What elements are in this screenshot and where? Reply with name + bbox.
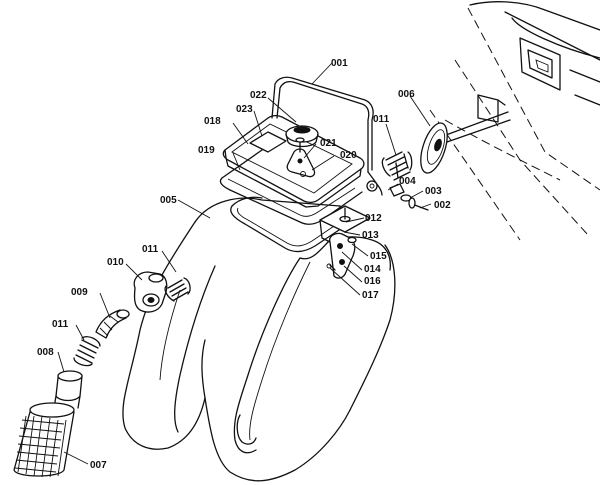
label-014: 014 xyxy=(364,264,381,275)
label-017: 017 xyxy=(362,290,379,301)
label-011-lower: 011 xyxy=(52,319,69,330)
label-010: 010 xyxy=(107,257,124,268)
leader-lines xyxy=(57,62,432,465)
machine-frame-outline xyxy=(429,1,600,241)
spring-lower xyxy=(73,336,101,367)
label-002: 002 xyxy=(434,200,451,211)
tank-top-gasket xyxy=(230,196,349,253)
mounting-bracket xyxy=(319,205,371,279)
label-019: 019 xyxy=(198,145,215,156)
label-004: 004 xyxy=(399,176,416,187)
label-007: 007 xyxy=(90,460,107,471)
cap-plate-assembly xyxy=(219,114,365,225)
label-020: 020 xyxy=(340,150,357,161)
label-011-upper: 011 xyxy=(373,114,390,125)
label-023: 023 xyxy=(236,104,253,115)
spring-upper xyxy=(381,151,413,181)
label-006: 006 xyxy=(398,89,415,100)
pulley-wheel xyxy=(420,111,511,174)
label-016: 016 xyxy=(364,276,381,287)
coupling xyxy=(53,370,83,409)
spring-middle xyxy=(164,277,191,302)
label-008: 008 xyxy=(37,347,54,358)
label-015: 015 xyxy=(370,251,387,262)
fitting-elbow xyxy=(133,271,168,313)
hardware-fasteners xyxy=(389,183,429,211)
label-013: 013 xyxy=(362,230,379,241)
label-011-middle: 011 xyxy=(142,244,159,255)
air-filter xyxy=(13,402,75,478)
label-009: 009 xyxy=(71,287,88,298)
label-021: 021 xyxy=(320,138,337,149)
handle-bail xyxy=(271,76,383,196)
label-005: 005 xyxy=(160,195,177,206)
label-012: 012 xyxy=(365,213,382,224)
label-001: 001 xyxy=(331,58,348,69)
part-labels: 001 002 003 004 005 006 007 008 009 010 … xyxy=(37,58,451,471)
label-003: 003 xyxy=(425,186,442,197)
hose-elbow xyxy=(95,309,130,339)
label-022: 022 xyxy=(250,90,267,101)
label-018: 018 xyxy=(204,116,221,127)
